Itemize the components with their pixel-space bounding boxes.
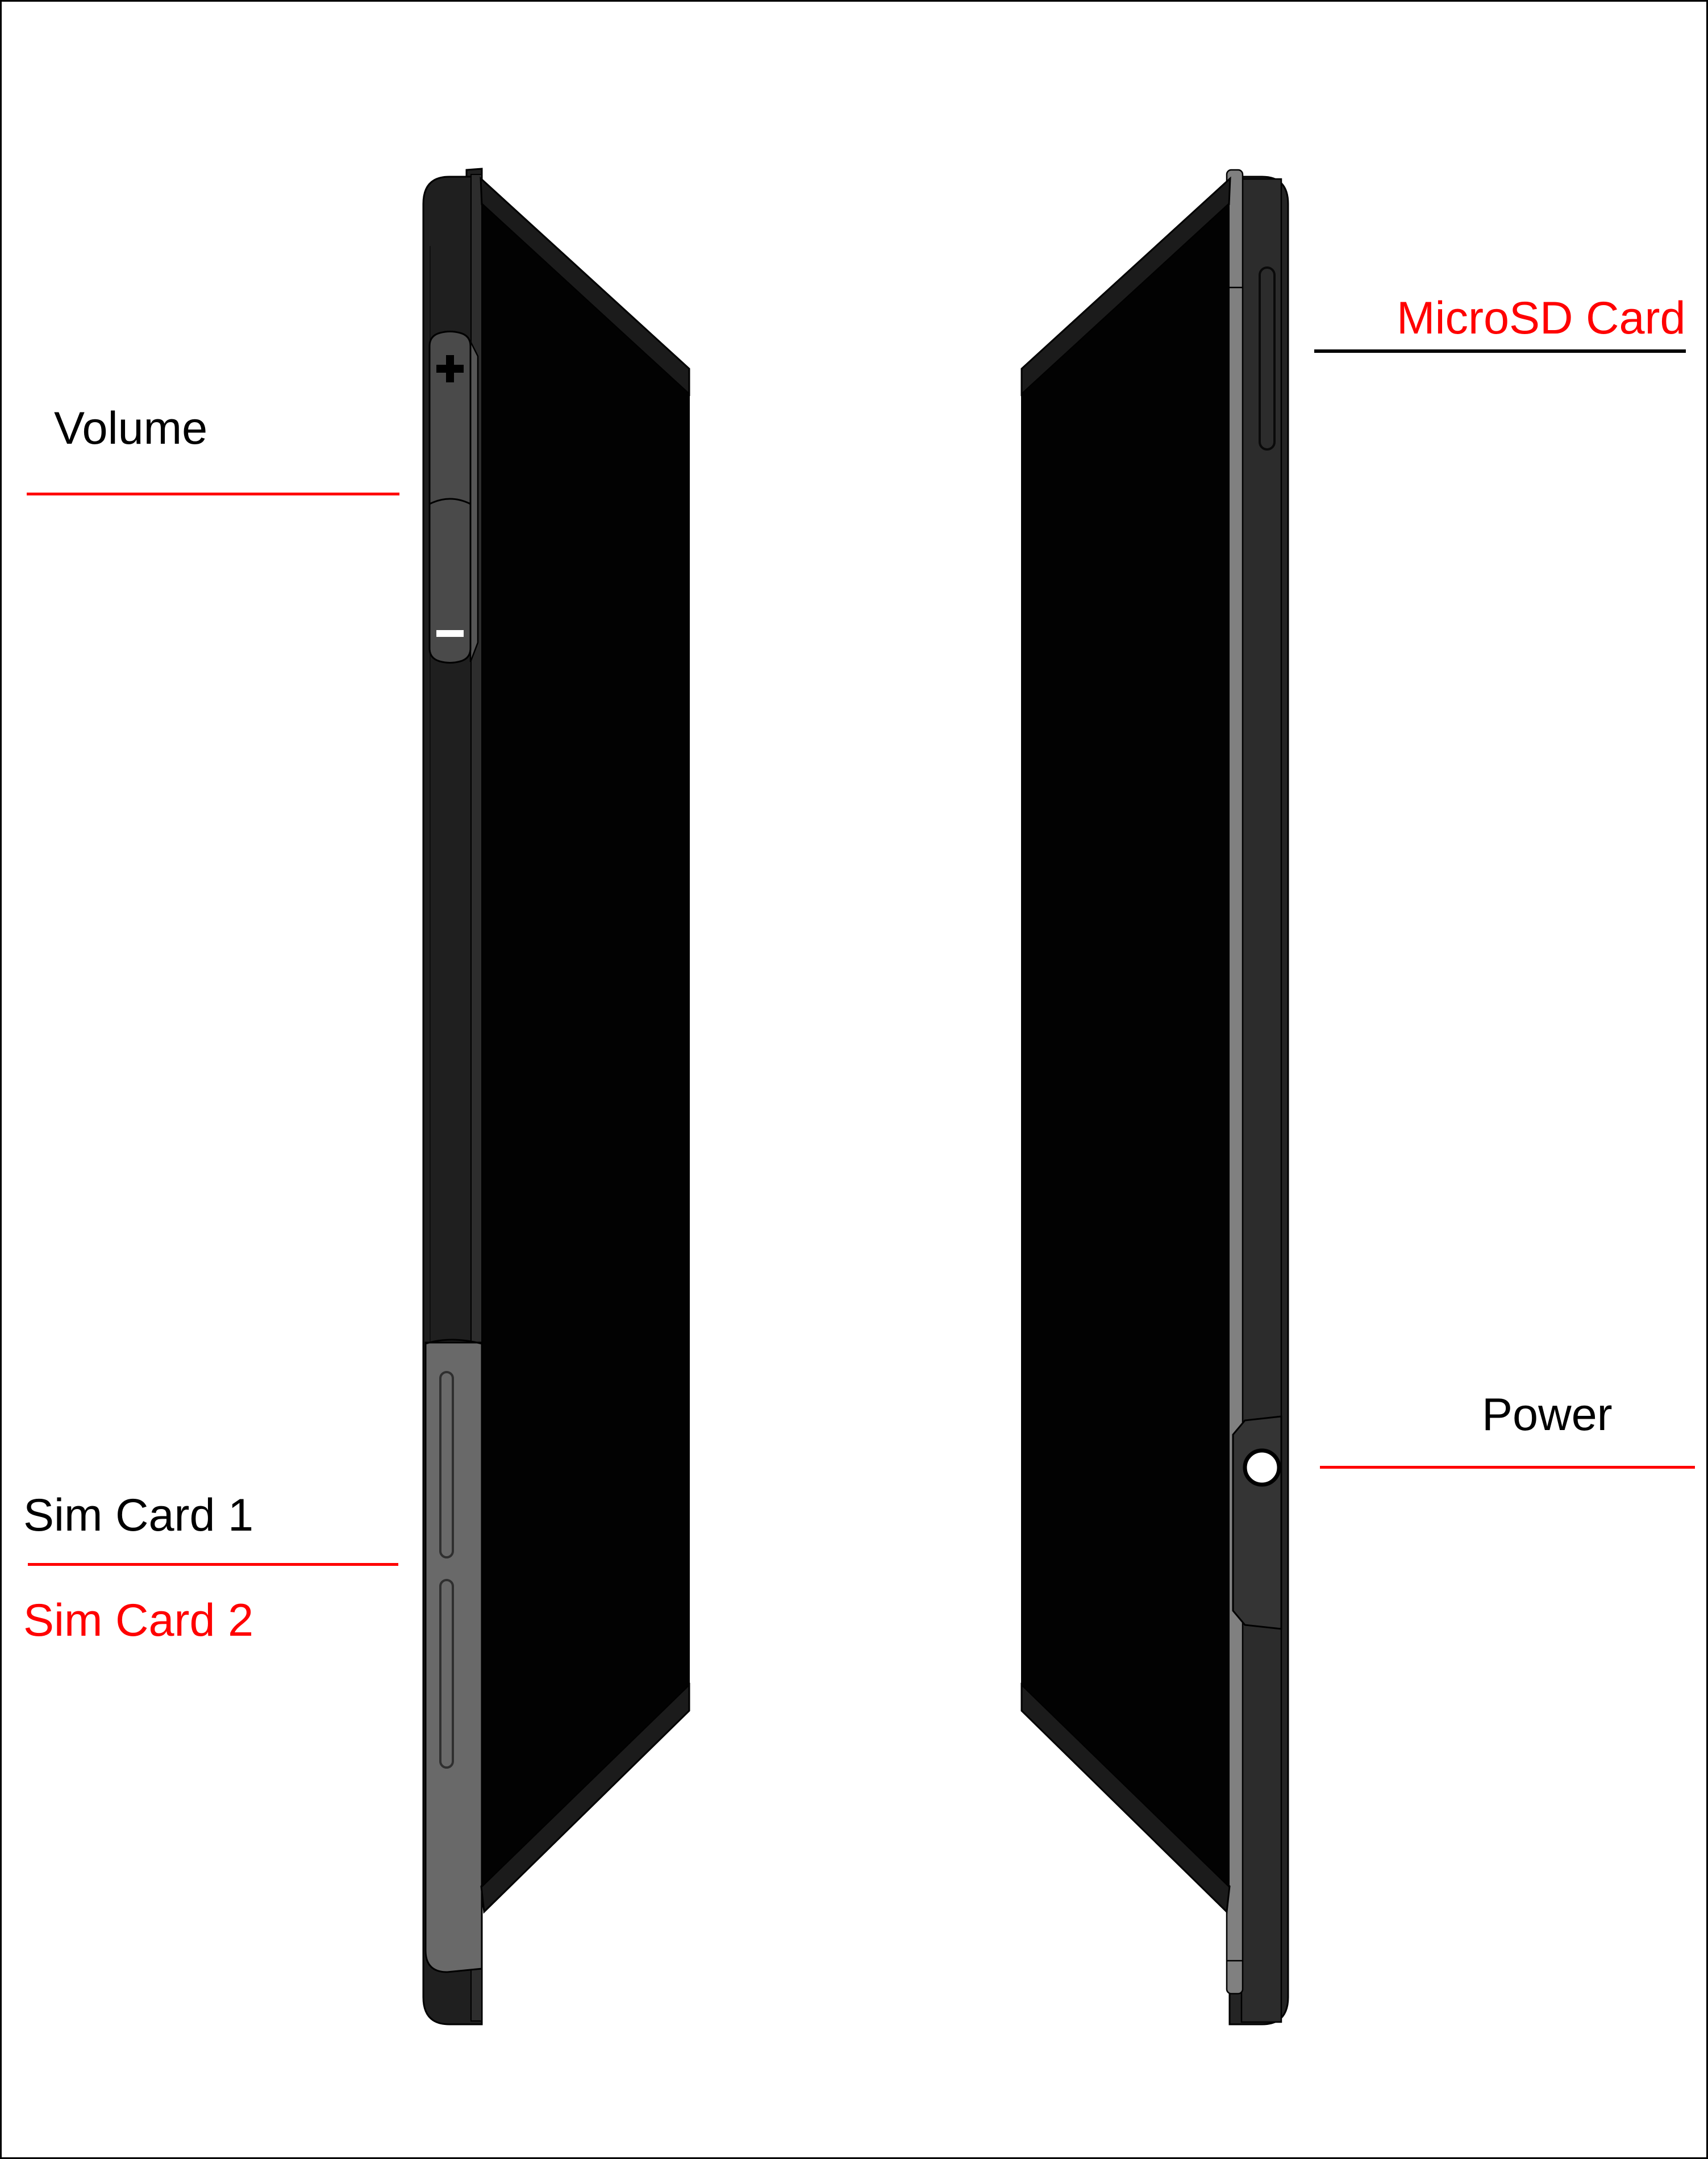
volume-rocker-bevel: [469, 341, 479, 662]
volume-up-icon: [436, 355, 464, 382]
sim-underline: [28, 1563, 398, 1566]
microsd-underline: [1314, 349, 1686, 353]
sim-panel-top-seam: [425, 1339, 482, 1345]
volume-label: Volume: [54, 403, 208, 454]
volume-underline: [27, 493, 399, 495]
volume-rocker-divider: [429, 498, 471, 505]
power-label: Power: [1482, 1389, 1613, 1440]
left-screen-face: [481, 202, 690, 1889]
power-underline: [1320, 1466, 1695, 1469]
microsd-label: MicroSD Card: [1397, 293, 1686, 344]
right-screen-face: [1021, 202, 1230, 1889]
sim-slot-2: [439, 1579, 454, 1769]
sim-card-2-label: Sim Card 2: [23, 1595, 254, 1646]
power-button-dot: [1243, 1448, 1281, 1487]
sim-slot-1: [439, 1371, 454, 1558]
left-device: [422, 168, 690, 2025]
right-side-inner: [1240, 178, 1282, 2023]
volume-rocker: [428, 331, 472, 664]
microsd-slot: [1259, 266, 1276, 451]
power-button: [1232, 1415, 1282, 1630]
sim-card-1-label: Sim Card 1: [23, 1490, 254, 1541]
right-device: [1020, 169, 1289, 2025]
volume-down-icon: [436, 630, 464, 637]
